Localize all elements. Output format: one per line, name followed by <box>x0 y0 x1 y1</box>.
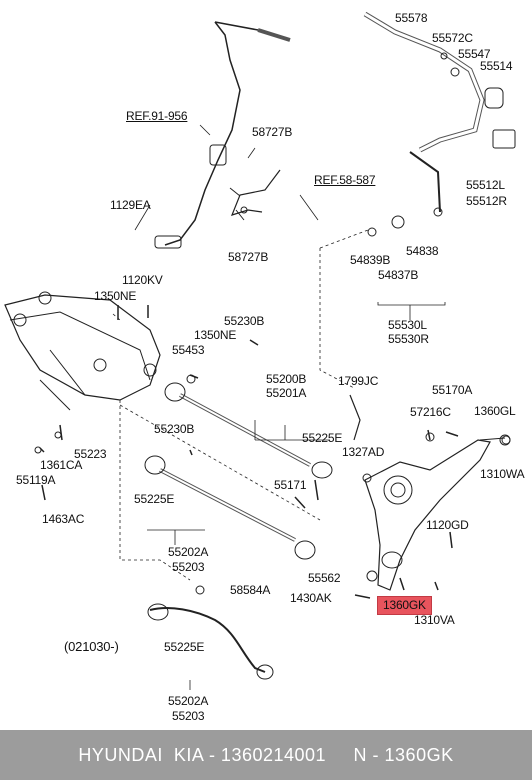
label-55200b: 55200B <box>266 372 307 386</box>
label-55230b-mid: 55230B <box>154 422 195 436</box>
label-55171: 55171 <box>274 478 307 492</box>
label-55225e-bottom: 55225E <box>164 640 205 654</box>
label-1463ac: 1463AC <box>42 512 85 526</box>
label-55203-mid: 55203 <box>172 560 205 574</box>
label-1361ca: 1361CA <box>40 458 83 472</box>
label-ref-91-956: REF.91-956 <box>126 109 188 123</box>
label-55203-bottom: 55203 <box>172 709 205 723</box>
footer-bar: HYUNDAI KIA - 1360214001 N - 1360GK <box>0 730 532 780</box>
label-55170a: 55170A <box>432 383 473 397</box>
label-55512r: 55512R <box>466 194 507 208</box>
label-55119a: 55119A <box>16 473 56 487</box>
label-1120gd: 1120GD <box>426 518 469 532</box>
label-1310va: 1310VA <box>414 613 455 627</box>
label-57216c: 57216C <box>410 405 451 419</box>
label-55530l: 55530L <box>388 318 427 332</box>
diagram-drawing <box>4 11 516 690</box>
label-ref-58-587: REF.58-587 <box>314 173 376 187</box>
parts-diagram: 55578 55572C 55547 55514 REF.91-956 5872… <box>4 11 525 723</box>
label-1129ea: 1129EA <box>110 198 151 212</box>
lower-arm-variant <box>149 607 266 673</box>
label-55225e-left: 55225E <box>134 492 175 506</box>
label-55201a: 55201A <box>266 386 307 400</box>
label-54839b: 54839B <box>350 253 391 267</box>
label-55547: 55547 <box>458 47 491 61</box>
label-55202a-bottom: 55202A <box>168 694 209 708</box>
label-58727b-bottom: 58727B <box>228 250 269 264</box>
subframe <box>4 294 161 401</box>
bushing-part <box>450 67 460 77</box>
label-55514: 55514 <box>480 59 513 73</box>
label-1350ne-mid: 1350NE <box>194 328 237 342</box>
label-54838: 54838 <box>406 244 439 258</box>
bushing-55514 <box>484 87 504 109</box>
label-55453: 55453 <box>172 343 205 357</box>
label-55230b-top: 55230B <box>224 314 265 328</box>
label-55225e-mid: 55225E <box>302 431 343 445</box>
label-58584a: 58584A <box>230 583 271 597</box>
label-55562: 55562 <box>308 571 341 585</box>
sensor-body <box>154 235 182 249</box>
part-number-caption: HYUNDAI KIA - 1360214001 N - 1360GK <box>78 745 454 765</box>
label-1350ne-left: 1350NE <box>94 289 137 303</box>
label-55223: 55223 <box>74 447 107 461</box>
stabilizer-link <box>409 151 441 213</box>
label-55512l: 55512L <box>466 178 505 192</box>
label-55572c: 55572C <box>432 31 473 45</box>
label-55578: 55578 <box>395 11 428 25</box>
knuckle <box>364 439 491 591</box>
label-55530r: 55530R <box>388 332 429 346</box>
brake-line <box>230 169 281 216</box>
label-021030: (021030-) <box>64 639 119 654</box>
label-1327ad: 1327AD <box>342 445 385 459</box>
bracket-55512 <box>492 129 516 149</box>
label-1360gk-highlighted[interactable]: 1360GK <box>377 596 432 615</box>
label-1360gl: 1360GL <box>474 404 516 418</box>
sensor-cable <box>164 21 241 246</box>
label-58727b-top: 58727B <box>252 125 293 139</box>
label-1310wa: 1310WA <box>480 467 525 481</box>
label-1799jc: 1799JC <box>338 374 379 388</box>
label-54837b: 54837B <box>378 268 419 282</box>
sensor-clip <box>209 144 227 166</box>
label-1120kv: 1120KV <box>122 273 163 287</box>
label-55202a-mid: 55202A <box>168 545 209 559</box>
label-1430ak: 1430AK <box>290 591 332 605</box>
